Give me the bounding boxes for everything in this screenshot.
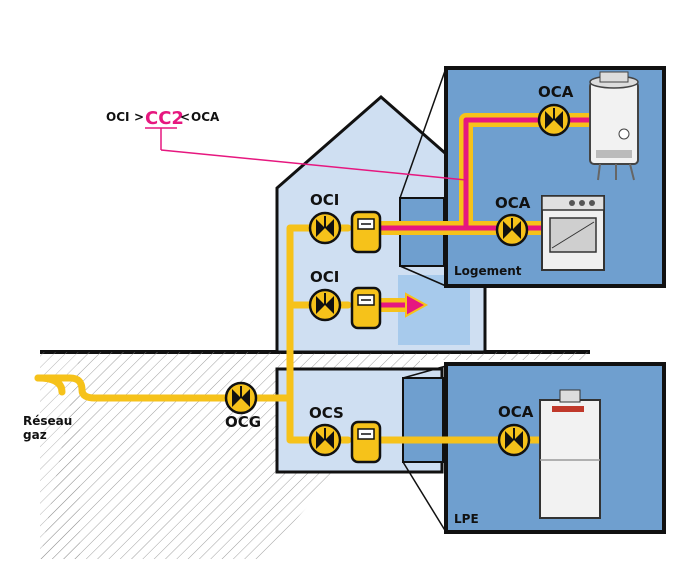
- cc2-leader: [145, 127, 467, 181]
- oci-mid-valve-icon: [308, 288, 342, 322]
- label-ocg: OCG: [225, 413, 261, 431]
- label-logement: Logement: [454, 264, 522, 278]
- oca-lpe-valve-icon: [497, 423, 531, 457]
- ocs-valve-icon: [308, 423, 342, 457]
- basement-window: [402, 377, 444, 463]
- boiler-icon: [589, 71, 639, 181]
- formula-cc2: CC2: [145, 108, 184, 129]
- zoom-lines: [399, 67, 447, 533]
- label-network-line2: gaz: [23, 428, 47, 442]
- formula-oci: OCI: [106, 110, 129, 124]
- formula: OCI > CC2 < OCA: [106, 108, 220, 129]
- formula-oca: OCA: [191, 110, 220, 124]
- label-network-line1: Réseau: [23, 414, 72, 428]
- oca-stove-valve-icon: [495, 213, 529, 247]
- label-ocs: OCS: [309, 404, 344, 422]
- label-oca-lpe: OCA: [498, 403, 534, 421]
- ocg-valve-icon: [224, 381, 258, 415]
- stove-icon: [541, 195, 605, 271]
- oci-top-valve-icon: [308, 211, 342, 245]
- gas-meter-icon: [350, 420, 382, 464]
- label-oca-boiler: OCA: [538, 83, 574, 101]
- label-oca-stove: OCA: [495, 194, 531, 212]
- arrow-right-icon: [405, 292, 429, 318]
- label-lpe: LPE: [454, 512, 479, 526]
- label-oci-top: OCI: [310, 191, 339, 209]
- formula-gt: >: [134, 110, 144, 124]
- oca-boiler-valve-icon: [537, 103, 571, 137]
- label-oci-mid: OCI: [310, 268, 339, 286]
- formula-lt: <: [180, 110, 190, 124]
- gas-meter-icon: [350, 286, 382, 330]
- gas-meter-icon: [350, 210, 382, 254]
- water-heater-icon: [539, 389, 601, 519]
